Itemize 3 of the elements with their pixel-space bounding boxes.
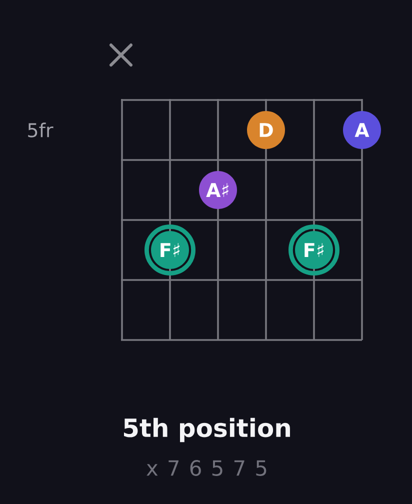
title: 5th position	[124, 418, 290, 442]
fingering-text: x 7 6 5 7 5	[146, 460, 266, 476]
fret-number: 5fr	[28, 122, 54, 138]
